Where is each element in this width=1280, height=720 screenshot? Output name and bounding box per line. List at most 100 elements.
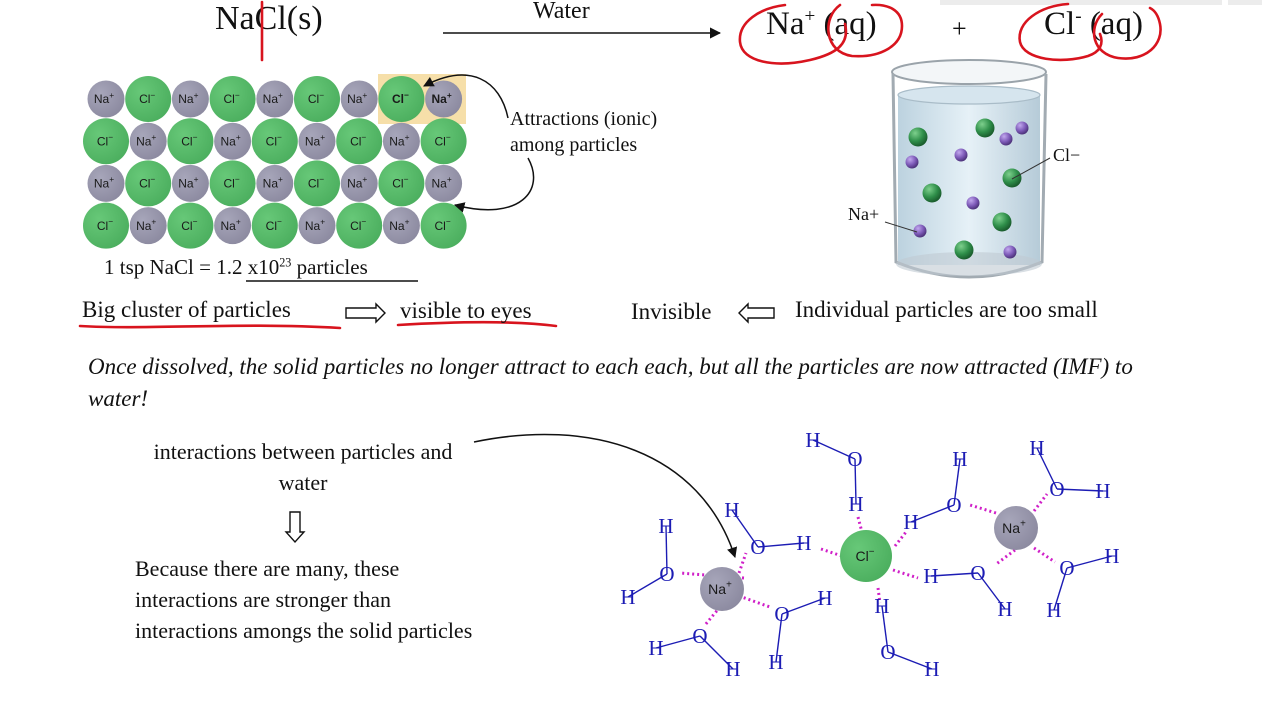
na-ion xyxy=(171,80,209,118)
cl-sphere xyxy=(1002,168,1022,188)
ion-label: Cl− xyxy=(223,90,239,106)
covalent-bond xyxy=(699,635,734,670)
hydrogen-atom: H xyxy=(924,657,939,681)
cl-ion xyxy=(420,118,467,165)
hydration-na-label-2: Na+ xyxy=(1002,519,1026,536)
hydrogen-bond xyxy=(892,568,919,580)
na-ion xyxy=(256,80,294,118)
ion-label: Cl− xyxy=(308,174,324,190)
ion-label: Na+ xyxy=(136,132,156,148)
cl-state: (aq) xyxy=(1081,6,1143,42)
hydrogen-atom: H xyxy=(848,492,863,516)
beaker-rim xyxy=(891,59,1047,85)
cl-ion xyxy=(125,76,172,122)
hydrogen-bond xyxy=(969,503,997,515)
cl-ion xyxy=(294,76,340,122)
too-small-text: Individual particles are too small xyxy=(795,297,1098,322)
oxygen-atom: O xyxy=(692,624,707,648)
na-sphere xyxy=(966,196,980,210)
hydrogen-bond xyxy=(703,606,722,626)
visible-underline xyxy=(396,320,558,328)
ion-label: Na+ xyxy=(136,216,156,232)
hydrogen-atom: H xyxy=(724,498,739,522)
cl-ion xyxy=(294,160,340,207)
equation-reactant: NaCl(s) xyxy=(215,0,323,37)
tsp-number: 1.2 x10 xyxy=(216,255,280,279)
ion-label: Na+ xyxy=(347,174,367,190)
covalent-bond xyxy=(781,597,826,615)
ion-label: Na+ xyxy=(389,216,409,232)
hydrogen-atom: H xyxy=(768,650,783,674)
ion-label: Cl− xyxy=(266,132,282,148)
ion-label: Na+ xyxy=(220,132,240,148)
hydrogen-atom: H xyxy=(997,597,1012,621)
oxygen-atom: O xyxy=(1059,556,1074,580)
ion-label: Na+ xyxy=(263,174,283,190)
cl-sphere xyxy=(954,240,974,260)
implies-right-arrow xyxy=(345,302,386,324)
cl-sphere xyxy=(908,127,928,147)
nacl-lattice: Na+ Cl− Na+ Cl− Na+ Cl− Na+ Cl− Na+ Cl− Na+ Cl− Na+ C… xyxy=(83,74,467,249)
oxygen-atom: O xyxy=(1049,477,1064,501)
top-right-strip-2 xyxy=(1228,0,1262,5)
dissolved-explanation: Once dissolved, the solid particles no l… xyxy=(88,354,1133,411)
covalent-bond xyxy=(953,458,961,506)
oxygen-atom: O xyxy=(880,640,895,664)
oxygen-atom: O xyxy=(970,561,985,585)
cl-ion xyxy=(209,160,256,207)
covalent-bond xyxy=(887,651,933,670)
reaction-arrow-label: Water xyxy=(533,0,590,24)
covalent-bond xyxy=(731,509,759,548)
cl-ion xyxy=(83,118,129,165)
ion-label: Cl− xyxy=(434,216,450,232)
na-charge: + xyxy=(804,6,816,28)
hydrogen-atom: H xyxy=(805,428,820,452)
hydration-na-ion xyxy=(700,567,744,611)
na-ion xyxy=(214,122,252,160)
hydrogen-atom: H xyxy=(952,447,967,471)
ion-label: Cl− xyxy=(350,216,366,232)
oxygen-atom: O xyxy=(946,493,961,517)
cl-ion xyxy=(420,202,467,249)
cl-ion xyxy=(251,202,298,249)
cl-ion xyxy=(336,118,383,165)
beaker xyxy=(884,59,1051,279)
cl-ion xyxy=(378,160,425,207)
red-annotations xyxy=(78,0,1162,330)
hydrogen-atom: H xyxy=(1029,436,1044,460)
ion-label: Na+ xyxy=(389,132,409,148)
hydrogen-bond xyxy=(737,552,748,574)
teaspoon-count: 1 tsp NaCl = 1.2 x1023 particles xyxy=(104,255,368,280)
ion-label: Na+ xyxy=(220,216,240,232)
ion-label: Cl− xyxy=(181,216,197,232)
na-ion xyxy=(256,164,294,202)
ion-label: Na+ xyxy=(347,90,367,106)
na-sphere xyxy=(1003,245,1017,259)
hydrogen-bond xyxy=(893,531,908,547)
ion-label: Cl− xyxy=(266,216,282,232)
cl-ion xyxy=(167,118,214,165)
oxygen-atom: O xyxy=(659,562,674,586)
aq-circle-right xyxy=(1092,6,1162,60)
na-ion xyxy=(87,164,125,202)
oxygen-atom: O xyxy=(847,447,862,471)
cl-label-leader xyxy=(1011,157,1051,180)
covalent-bond xyxy=(881,605,889,653)
covalent-bond xyxy=(910,504,955,523)
ion-label: Cl− xyxy=(223,174,239,190)
ion-label: Cl− xyxy=(434,132,450,148)
hydrogen-atom: H xyxy=(658,514,673,538)
hydrogen-atom: H xyxy=(1095,479,1110,503)
hydrogen-atom: H xyxy=(1046,598,1061,622)
ion-label: Cl− xyxy=(139,90,155,106)
na-ion xyxy=(298,122,336,160)
cl-ion xyxy=(378,76,425,122)
na-ion xyxy=(425,80,463,118)
hydrogen-atom: H xyxy=(648,636,663,660)
cl-sphere xyxy=(975,118,995,138)
hydrogen-atom: H xyxy=(725,657,740,681)
ion-label: Cl− xyxy=(350,132,366,148)
ion-label: Cl− xyxy=(97,132,113,148)
big-cluster-text: Big cluster of particles xyxy=(82,297,291,322)
